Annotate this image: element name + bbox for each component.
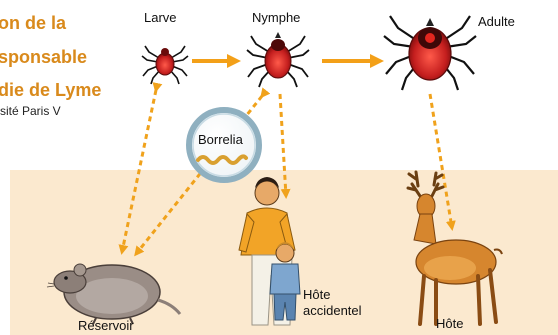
label-reservoir: Réservoir [78,318,134,333]
label-larva: Larve [144,10,177,25]
label-nymph: Nymphe [252,10,300,25]
label-accidental-host-2: accidentel [303,303,362,318]
larva-tick-icon [142,46,188,84]
title-line-2: sponsable [0,46,87,68]
label-borrelia: Borrelia [198,132,243,147]
title-line-1: on de la [0,12,66,34]
title-line-3: die de Lyme [0,79,101,101]
label-adult: Adulte [478,14,515,29]
label-accidental-host-1: Hôte [303,287,330,302]
adult-tick-icon [384,16,476,90]
label-host: Hôte [436,316,463,331]
nymph-tick-icon [247,32,309,87]
credit-text: sité Paris V [0,104,61,118]
